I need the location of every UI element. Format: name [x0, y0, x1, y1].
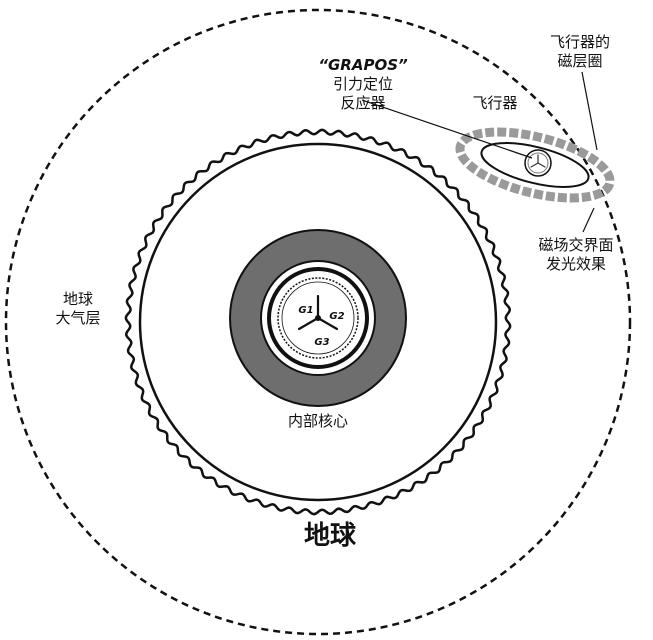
atmosphere-boundary — [4, 8, 632, 636]
inner-core-black-ring — [267, 267, 369, 369]
glow-effect-line2: 发光效果 — [545, 254, 606, 273]
core-device-g2: G2 — [329, 311, 344, 322]
inner-core-hub — [315, 315, 321, 321]
earth-label: 地球 — [303, 521, 356, 551]
inner-core-gear-inner — [281, 281, 355, 355]
core-device-g1: G1 — [298, 305, 313, 316]
inner-core-triblade-icon — [297, 294, 339, 331]
craft-label: 飞行器 — [472, 94, 518, 112]
craft-triblade-icon — [530, 154, 546, 168]
leader-glow — [582, 207, 595, 233]
atmosphere-label: 地球 大气层 — [38, 290, 118, 328]
glow-effect-line1: 磁场交界面 — [538, 236, 614, 254]
earth-crust-outer — [124, 128, 512, 516]
grapos-label: “GRAPOS” 引力定位 反应器 — [293, 56, 433, 112]
core-device-g3: G3 — [314, 337, 329, 348]
craft-magnetosphere-line2: 磁层圈 — [557, 51, 603, 70]
inner-core-label: 内部核心 — [287, 412, 348, 430]
grapos-line1: 引力定位 — [332, 74, 393, 93]
leader-grapos — [361, 99, 533, 159]
leader-lines — [361, 71, 598, 233]
glow-effect-label: 磁场交界面 发光效果 — [521, 236, 631, 274]
earth-crust-inner — [138, 142, 498, 502]
atmosphere-label-line2: 大气层 — [55, 308, 101, 327]
craft-magnetosphere-label: 飞行器的 磁层圈 — [535, 33, 625, 71]
craft-magnetosphere-line1: 飞行器的 — [549, 33, 610, 51]
atmosphere-label-line1: 地球 — [62, 290, 93, 308]
grapos-title: “GRAPOS” — [318, 56, 408, 74]
grapos-line2: 反应器 — [340, 93, 386, 112]
craft-gear — [527, 152, 549, 174]
craft-glow-band — [455, 127, 615, 203]
leader-craft-magnetosphere — [581, 71, 598, 151]
